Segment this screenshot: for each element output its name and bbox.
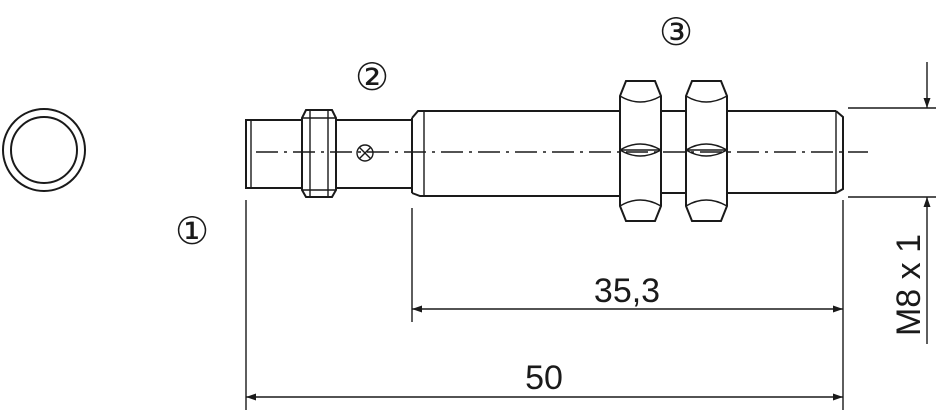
callout-1: ① xyxy=(175,211,209,253)
led-indicator-icon xyxy=(356,144,374,162)
dimension-lines xyxy=(246,62,931,401)
threaded-barrel xyxy=(411,110,844,197)
dim-label-thread-size: M8 x 1 xyxy=(890,234,928,336)
front-view-ring xyxy=(2,108,86,192)
sensor-side-view xyxy=(245,80,868,222)
connector-section xyxy=(245,109,337,198)
callout-2: ② xyxy=(355,57,389,99)
callout-3: ③ xyxy=(659,12,693,54)
hex-nut-2 xyxy=(685,80,728,222)
hex-nut-1 xyxy=(619,80,662,222)
dim-label-thread-length: 35,3 xyxy=(594,272,660,310)
housing-section xyxy=(336,118,413,193)
dim-label-overall-length: 50 xyxy=(525,359,563,397)
extension-lines xyxy=(245,107,936,410)
